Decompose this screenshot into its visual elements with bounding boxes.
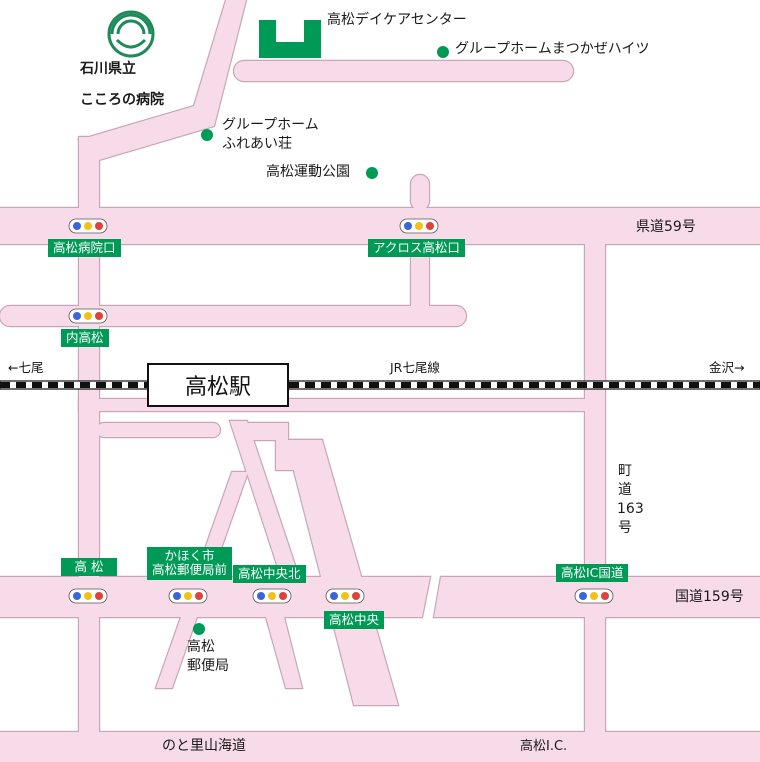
signal-light — [73, 222, 81, 230]
signal-light — [352, 592, 360, 600]
signal-light — [84, 222, 92, 230]
kahoku-post-label-2: 高松郵便局前 — [152, 562, 228, 578]
post-office-marker — [193, 623, 205, 635]
noto-satoyama-kaido-label: のと里山海道 — [162, 738, 246, 754]
kahoku-post-label-1: かほく市 — [164, 548, 215, 563]
signal-light — [95, 312, 103, 320]
signal-light — [268, 592, 276, 600]
station-name: 高松駅 — [184, 375, 251, 400]
town-road-163-label: 町 道 163 号 — [617, 463, 644, 536]
intersection-takamatsu-ic-kokudo: 高松IC国道 — [556, 564, 629, 583]
signal-light — [173, 592, 181, 600]
intersection-takamatsu-chuo: 高松中央 — [324, 611, 385, 630]
signal-light — [73, 312, 81, 320]
signal-light — [330, 592, 338, 600]
signal-light — [84, 592, 92, 600]
takamatsu-ic-label: 高松I.C. — [520, 739, 568, 754]
signal-light — [590, 592, 598, 600]
national-road-159-label: 国道159号 — [675, 589, 744, 605]
intersection-takamatsu-chuo-kita: 高松中央北 — [233, 565, 306, 584]
hospital-logo-icon — [107, 10, 155, 58]
railway-track — [0, 380, 760, 390]
signal-light — [95, 222, 103, 230]
signal-light — [73, 592, 81, 600]
prefectural-road-59-label: 県道59号 — [636, 219, 696, 235]
daycare-building-icon — [259, 20, 321, 58]
signal-light — [341, 592, 349, 600]
signal-light — [404, 222, 412, 230]
traffic-signals — [68, 218, 614, 604]
signal-light — [601, 592, 609, 600]
signal-light — [195, 592, 203, 600]
group-home-matsukaze-label: グループホームまつかぜハイツ — [455, 41, 650, 57]
intersection-takamatsu-byoin-guchi: 高松病院口 — [48, 239, 121, 258]
signal-light — [84, 312, 92, 320]
intersection-kahoku-post-office: かほく市 高松郵便局前 — [147, 547, 233, 580]
signal-light — [426, 222, 434, 230]
park-marker — [366, 167, 378, 179]
signal-light — [184, 592, 192, 600]
intersection-across-takamatsu-guchi: アクロス高松口 — [368, 239, 465, 258]
direction-nanao-label: ←七尾 — [8, 360, 44, 375]
signal-light — [415, 222, 423, 230]
signal-light — [95, 592, 103, 600]
post-office-label-2: 郵便局 — [187, 658, 229, 674]
intersection-uchi-takamatsu: 内高松 — [61, 329, 109, 348]
takamatsu-station: 高松駅 — [147, 363, 289, 407]
post-office-label-1: 高松 — [187, 639, 215, 655]
signal-light — [257, 592, 265, 600]
hospital-name-line1: 石川県立 — [80, 61, 136, 77]
intersection-takamatsu: 高 松 — [61, 558, 117, 577]
group-home-matsukaze-marker — [437, 46, 449, 58]
daycare-center-label: 高松デイケアセンター — [327, 12, 467, 28]
park-label: 高松運動公園 — [266, 164, 350, 180]
hospital-name-line2: こころの病院 — [80, 92, 164, 108]
signal-light — [279, 592, 287, 600]
group-home-fureai-label-2: ふれあい荘 — [222, 136, 292, 152]
direction-kanazawa-label: 金沢→ — [709, 360, 745, 375]
group-home-fureai-label-1: グループホーム — [222, 117, 319, 133]
group-home-fureai-marker — [201, 129, 213, 141]
signal-light — [579, 592, 587, 600]
jr-nanao-line-label: JR七尾線 — [390, 360, 440, 375]
